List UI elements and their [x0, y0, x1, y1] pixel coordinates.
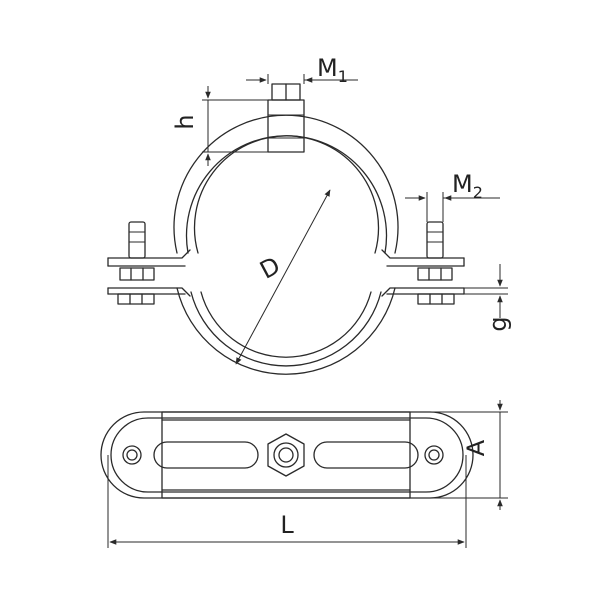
label-l: L: [280, 511, 294, 539]
dimension-m2: [405, 192, 500, 222]
clamp-top-view: [100, 411, 474, 499]
left-bolt: [117, 221, 155, 305]
dimension-m1: [246, 74, 358, 84]
left-slot: [153, 441, 259, 469]
right-bolt: [417, 221, 455, 305]
label-a: A: [462, 439, 490, 456]
label-h: h: [171, 114, 199, 129]
clamp-front-view: [107, 83, 465, 375]
right-end-hole: [424, 445, 444, 465]
left-end-hole: [122, 445, 142, 465]
dimension-d: [235, 189, 331, 365]
label-g: g: [484, 316, 512, 331]
top-threaded-stud: [267, 83, 305, 153]
label-d: D: [255, 251, 284, 284]
center-nut: [267, 433, 305, 477]
dimension-h: [202, 86, 268, 166]
base-plate-outline: [100, 411, 474, 499]
dimension-a: [432, 400, 508, 510]
label-m2: M2: [452, 170, 483, 202]
dimension-g: [464, 264, 508, 318]
label-m1: M1: [317, 54, 348, 86]
right-slot: [313, 441, 419, 469]
dimension-l: [107, 455, 467, 548]
